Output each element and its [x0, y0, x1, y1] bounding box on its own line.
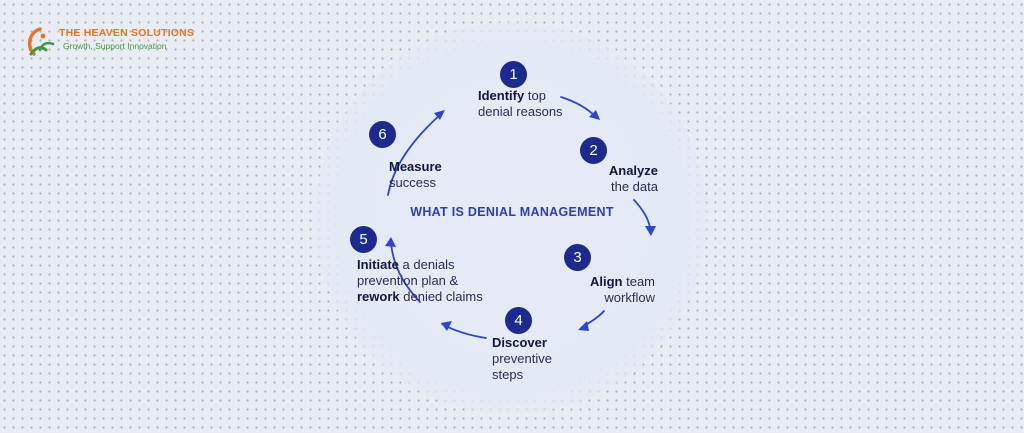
step-6-label: Measure success: [389, 159, 442, 191]
step-4-bold: Discover: [492, 335, 547, 350]
diagram-title: WHAT IS DENIAL MANAGEMENT: [410, 205, 614, 219]
step-6-badge: 6: [369, 121, 396, 148]
brand-tagline: Growth, Support Innovation: [63, 41, 167, 51]
step-4-line3: steps: [492, 367, 524, 382]
step-5-line2: prevention plan &: [357, 273, 459, 288]
step-1-bold: Identify: [478, 88, 525, 103]
step-2-badge: 2: [580, 137, 607, 164]
step-4-label: Discover preventive steps: [492, 335, 552, 383]
arrowhead-2: [645, 226, 656, 236]
arc-6-1: [387, 113, 442, 196]
step-3-line2: workflow: [604, 290, 655, 305]
step-1-badge: 1: [500, 61, 527, 88]
arc-1-2: [560, 96, 597, 118]
step-5-rest: a denials: [398, 257, 455, 272]
step-2-label: Analyze the data: [590, 163, 658, 195]
logo-mark-icon: [27, 27, 55, 56]
arrowhead-3: [578, 321, 589, 331]
step-5-bold3: rework: [357, 289, 400, 304]
arc-5-6: [390, 242, 421, 303]
step-1-rest: top: [524, 88, 546, 103]
step-6-bold: Measure: [389, 159, 442, 174]
arrowhead-1: [589, 110, 600, 120]
step-5-bold: Initiate: [357, 257, 399, 272]
step-3-label: Align team workflow: [560, 274, 655, 306]
step-6-line2: success: [389, 175, 436, 190]
step-5-rest3: denied claims: [399, 289, 483, 304]
arrowhead-4: [441, 321, 452, 331]
step-5-label: Initiate a denials prevention plan & rew…: [357, 257, 483, 305]
step-5-badge: 5: [350, 226, 377, 253]
step-4-line2: preventive: [492, 351, 552, 366]
step-2-bold: Analyze: [608, 163, 658, 178]
step-3-rest: team: [622, 274, 655, 289]
step-2-line2: the data: [611, 179, 658, 194]
arc-2-3: [633, 199, 651, 229]
brand-name: THE HEAVEN SOLUTIONS: [59, 27, 195, 39]
brand-logo: THE HEAVEN SOLUTIONS Growth, Support Inn…: [26, 24, 196, 60]
step-3-badge: 3: [564, 244, 591, 271]
step-3-bold: Align: [589, 274, 623, 289]
arrowhead-6: [434, 110, 445, 120]
step-1-label: Identify top denial reasons: [478, 88, 563, 120]
arrowhead-5: [385, 237, 396, 247]
step-4-badge: 4: [505, 307, 532, 334]
step-1-line2: denial reasons: [478, 104, 563, 119]
